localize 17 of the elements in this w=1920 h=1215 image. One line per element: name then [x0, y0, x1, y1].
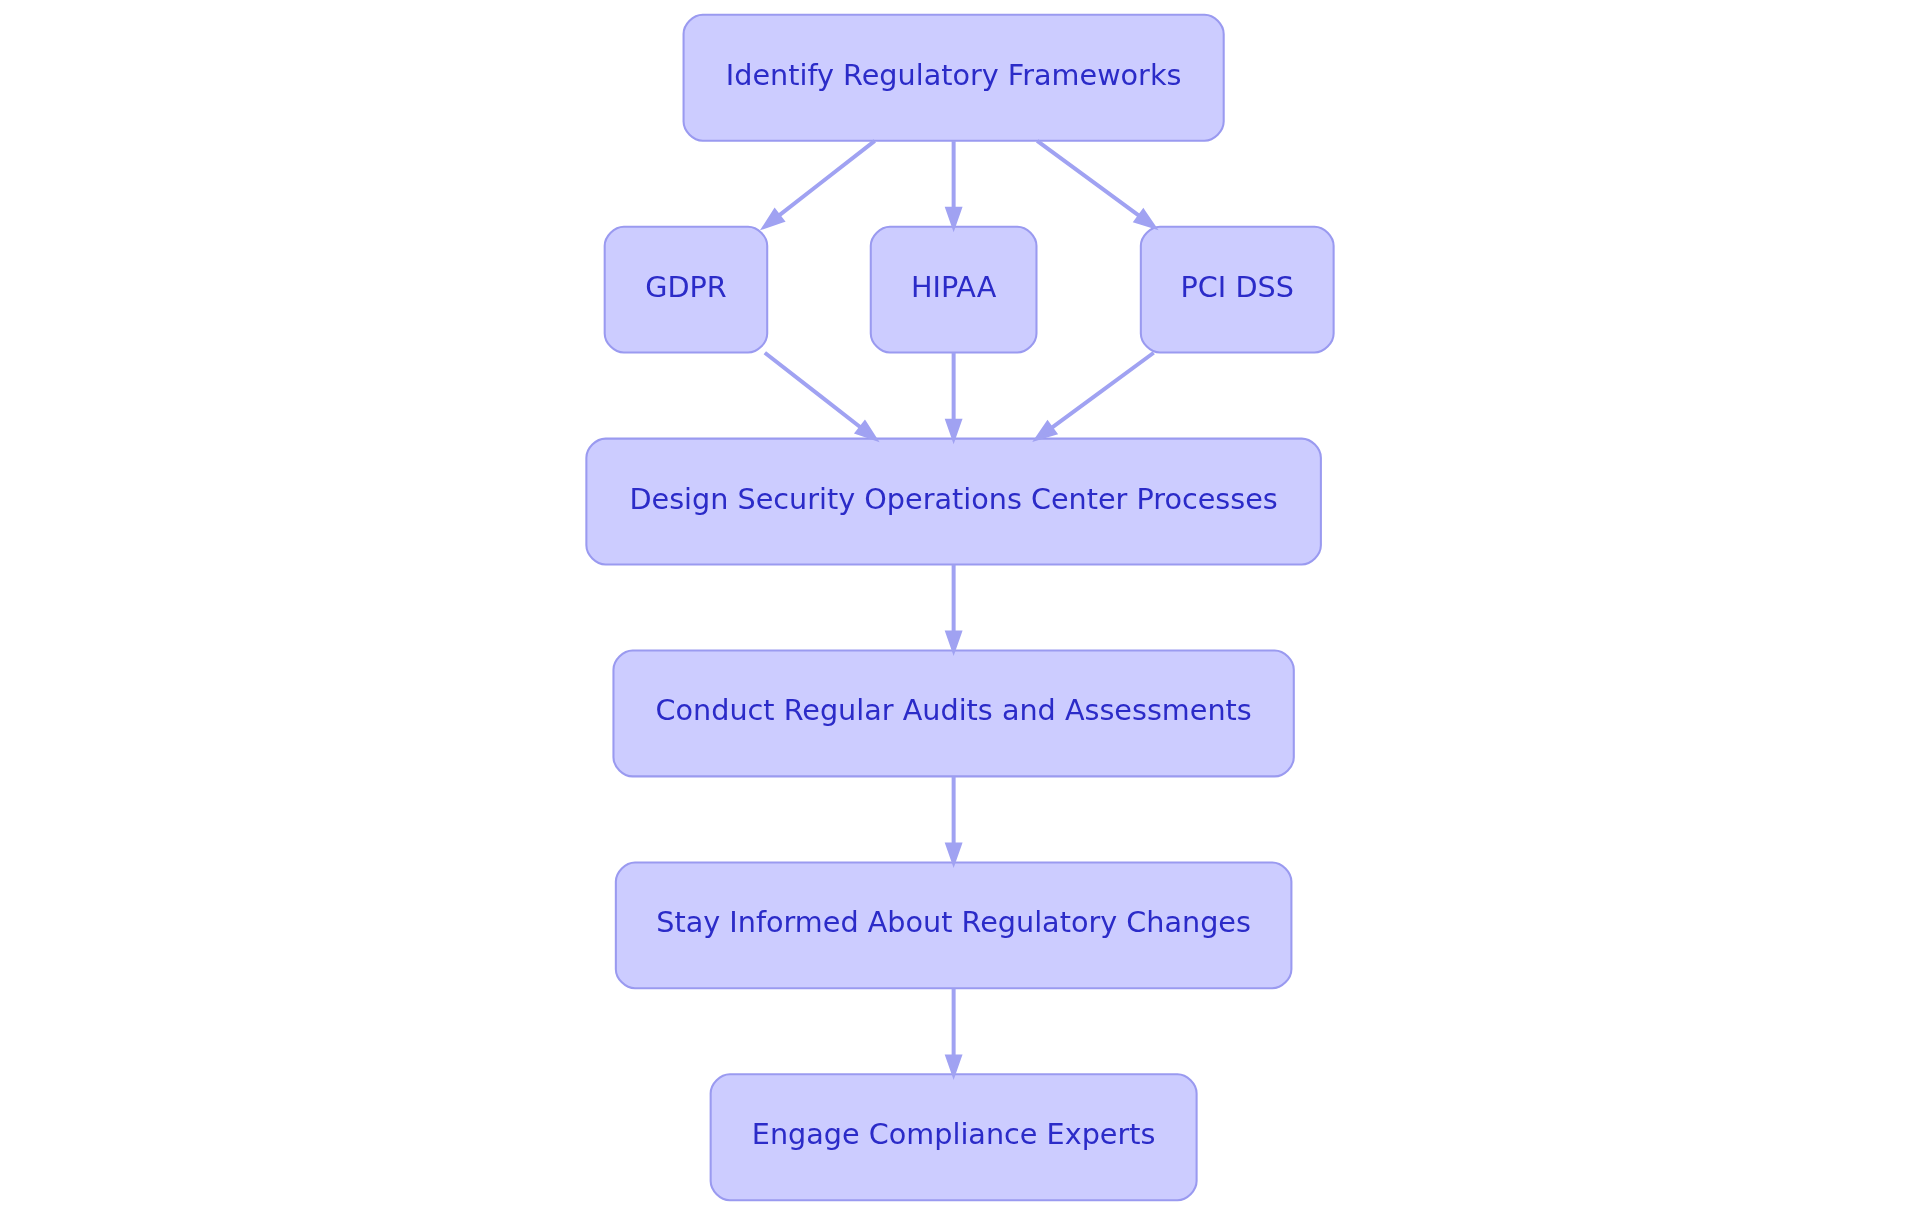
- arrow: [1036, 139, 1159, 231]
- node-box: Design Security Operations Center Processes: [585, 437, 1322, 566]
- arrow: [1032, 351, 1155, 443]
- node-box: Conduct Regular Audits and Assessments: [612, 649, 1295, 778]
- arrow: [944, 140, 963, 233]
- arrow: [763, 351, 880, 443]
- node-box: Stay Informed About Regulatory Changes: [614, 861, 1293, 990]
- arrow: [759, 139, 876, 231]
- node-box: Engage Compliance Experts: [709, 1073, 1198, 1202]
- arrow: [944, 352, 963, 445]
- node-box: PCI DSS: [1139, 225, 1335, 354]
- arrow: [944, 564, 963, 657]
- arrow: [944, 988, 963, 1080]
- node-box: HIPAA: [869, 225, 1038, 354]
- arrow: [944, 776, 963, 869]
- node-box: Identify Regulatory Frameworks: [682, 13, 1225, 142]
- node-box: GDPR: [603, 225, 769, 354]
